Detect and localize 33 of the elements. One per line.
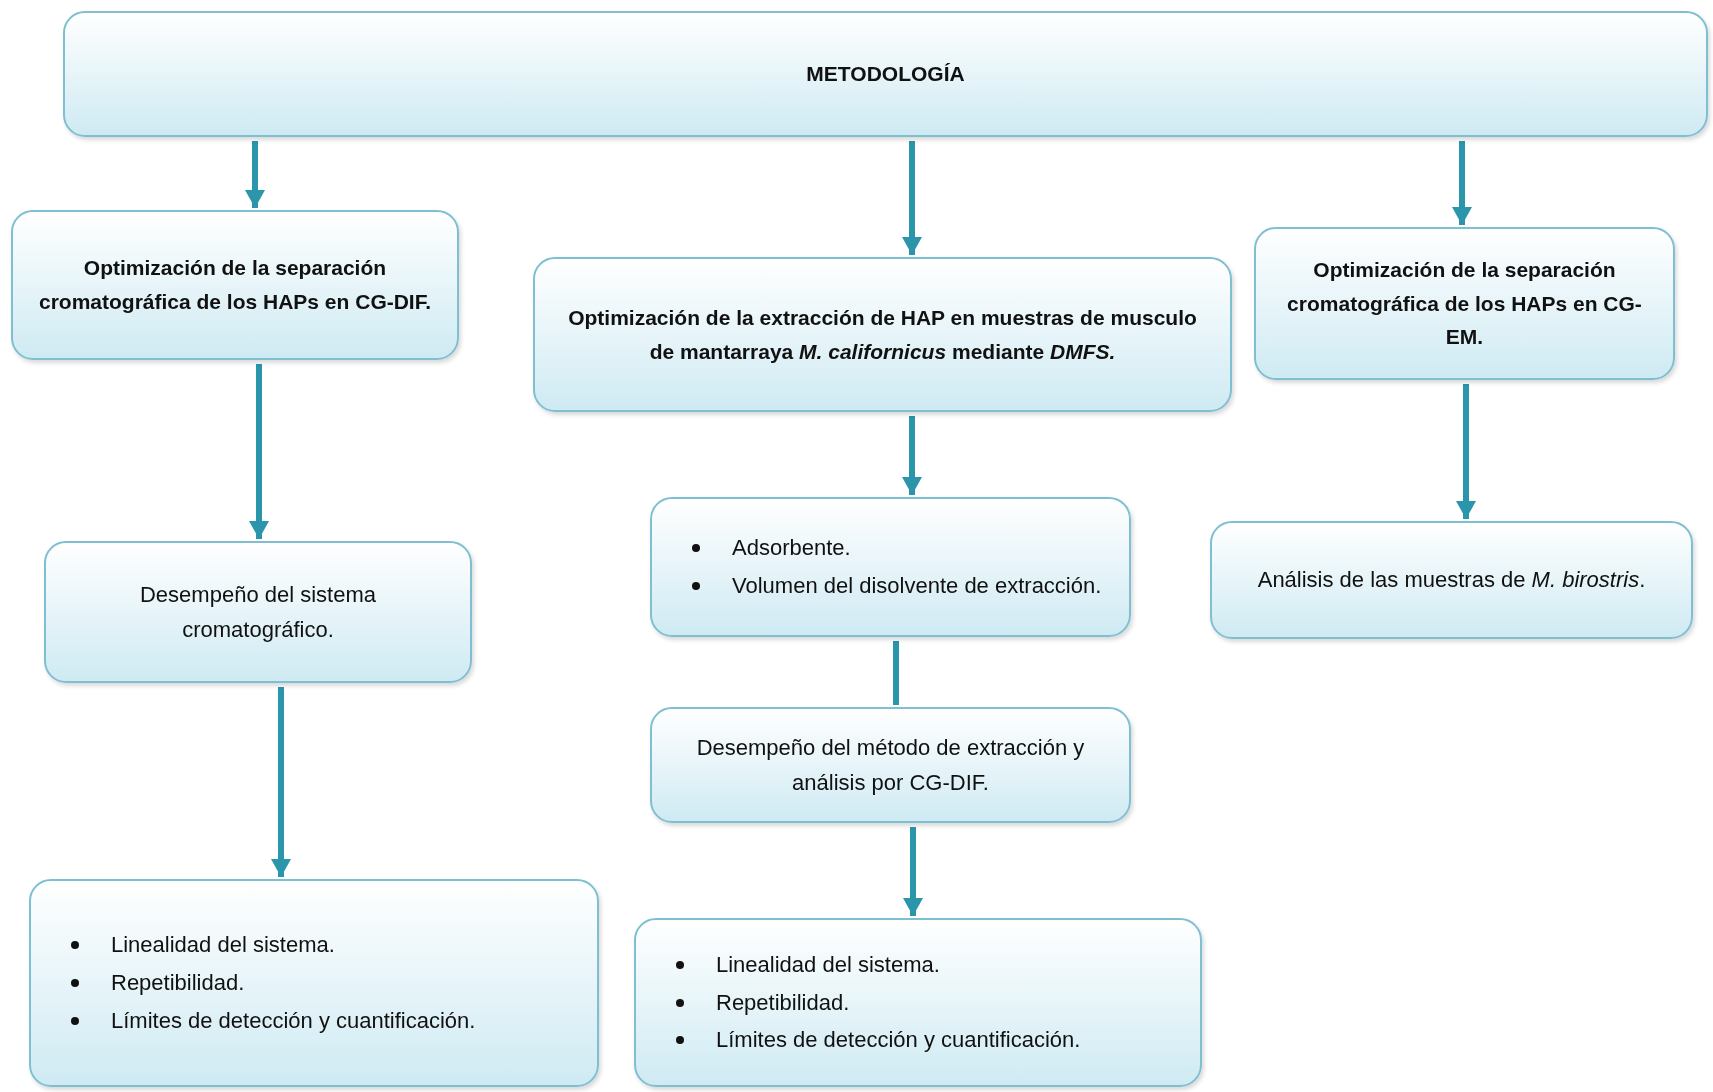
title-box [63, 11, 1708, 137]
list-item: Repetibilidad. [111, 969, 245, 998]
list-item: Linealidad del sistema. [111, 931, 335, 960]
arrow [249, 364, 269, 539]
list-box [650, 497, 1131, 637]
node-text: Análisis de las muestras de M. birostris. [1256, 566, 1647, 595]
list-item: Repetibilidad. [716, 988, 850, 1017]
list-box [634, 918, 1202, 1087]
process-box [11, 210, 459, 360]
arrow [902, 416, 922, 495]
arrow [902, 141, 922, 255]
arrow [245, 141, 265, 208]
process-box [1254, 227, 1675, 380]
node-text: Optimización de la separación cromatográfica de los HAPs en CG-EM. [1286, 257, 1643, 351]
list-item: Límites de detección y cuantificación. [111, 1006, 476, 1035]
process-box [533, 257, 1232, 412]
node-text: Optimización de la extracción de HAP en muestras de musculo de mantarraya M. californicus mediante DMFS. [567, 304, 1198, 365]
node-text: Optimización de la separación cromatográfica de los HAPs en CG-DIF. [37, 255, 433, 315]
arrow [903, 827, 923, 916]
node-text: METODOLOGÍA [805, 61, 966, 88]
list-item: Volumen del disolvente de extracción. [732, 572, 1102, 600]
process-box [1210, 521, 1693, 639]
list-box [29, 879, 599, 1087]
process-box [650, 707, 1131, 823]
arrow [1456, 384, 1476, 519]
node-text: Desempeño del método de extracción y análisis por CG-DIF. [695, 733, 1086, 797]
process-box [44, 541, 472, 683]
list-item: Límites de detección y cuantificación. [716, 1026, 1081, 1055]
arrow [271, 687, 291, 877]
arrow [1452, 141, 1472, 225]
list-item: Adsorbente. [732, 534, 851, 563]
node-text: Desempeño del sistema cromatográfico. [139, 580, 377, 644]
list-item: Linealidad del sistema. [716, 950, 940, 979]
